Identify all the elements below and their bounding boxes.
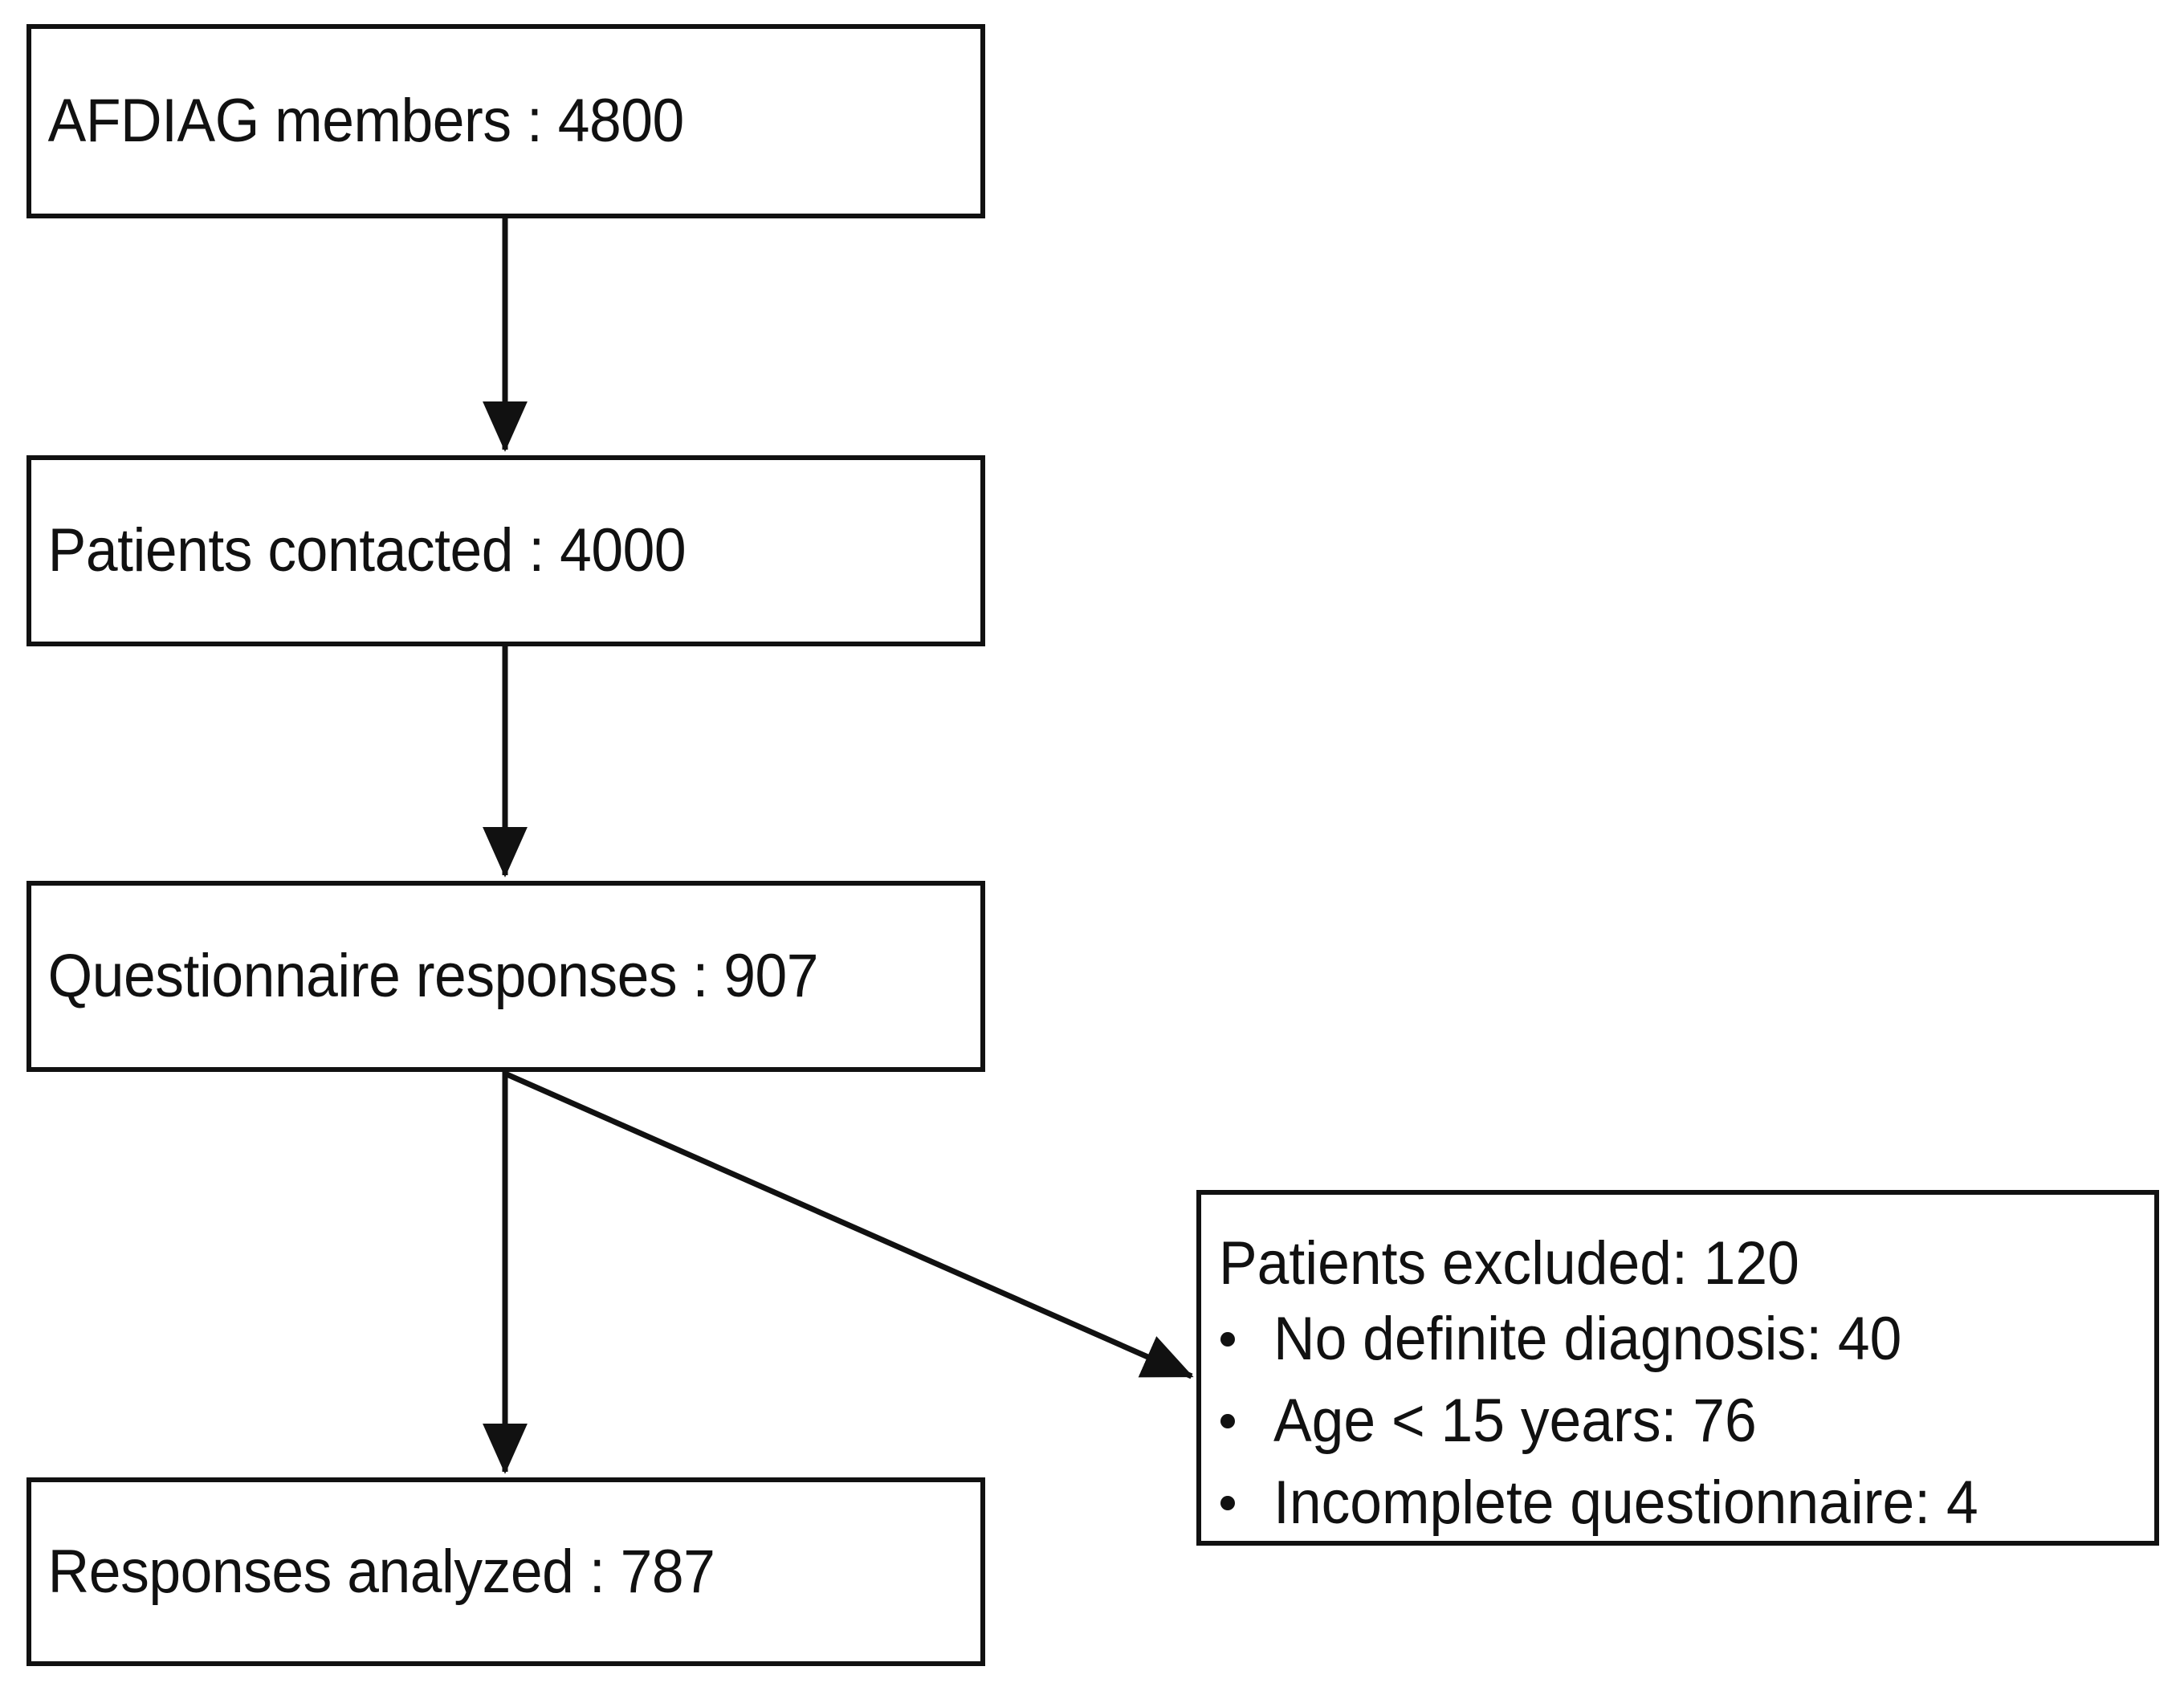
excluded-reason-label: No definite diagnosis: 40 <box>1273 1305 1902 1373</box>
node-afdiag-members[interactable]: AFDIAG members : 4800 <box>26 24 985 218</box>
list-item: Age < 15 years: 76 <box>1219 1391 2138 1452</box>
list-item: Incomplete questionnaire: 4 <box>1219 1473 2138 1534</box>
excluded-reason-list: No definite diagnosis: 40 Age < 15 years… <box>1219 1309 2138 1534</box>
arrow-responses-to-excluded <box>503 1070 1194 1379</box>
list-item: No definite diagnosis: 40 <box>1219 1309 2138 1370</box>
node-label-responses-analyzed: Responses analyzed : 787 <box>47 1537 715 1606</box>
node-responses-analyzed[interactable]: Responses analyzed : 787 <box>26 1477 985 1666</box>
node-label-patients-contacted: Patients contacted : 4000 <box>47 516 687 585</box>
node-patients-excluded[interactable]: Patients excluded: 120 No definite diagn… <box>1196 1190 2159 1546</box>
excluded-reason-label: Incomplete questionnaire: 4 <box>1273 1469 1978 1537</box>
node-label-questionnaire-responses: Questionnaire responses : 907 <box>47 942 819 1011</box>
bullet-icon <box>1220 1496 1235 1510</box>
excluded-reason-label: Age < 15 years: 76 <box>1273 1387 1757 1455</box>
excluded-heading: Patients excluded: 120 <box>1219 1229 1799 1298</box>
bullet-icon <box>1220 1414 1235 1428</box>
node-questionnaire-responses[interactable]: Questionnaire responses : 907 <box>26 881 985 1072</box>
bullet-icon <box>1220 1332 1235 1347</box>
node-label-afdiag-members: AFDIAG members : 4800 <box>47 87 685 156</box>
node-patients-contacted[interactable]: Patients contacted : 4000 <box>26 455 985 646</box>
